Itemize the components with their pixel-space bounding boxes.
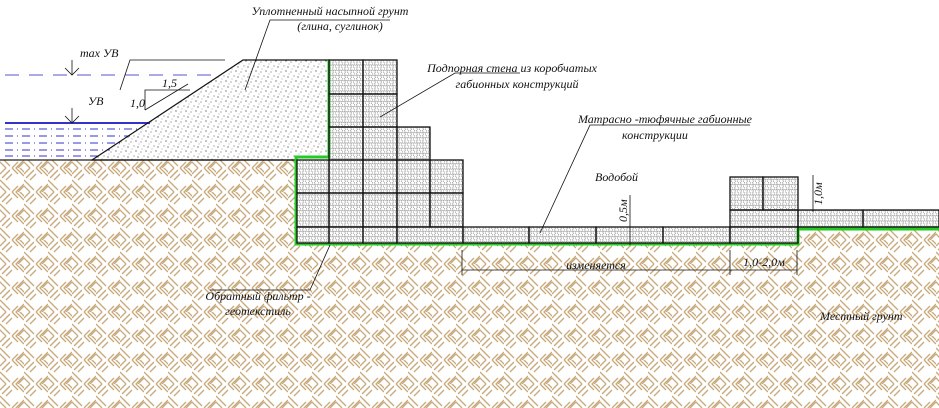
filter-label-1: Обратный фильтр - bbox=[205, 289, 310, 303]
variable-length-label: изменяется bbox=[566, 258, 626, 272]
local-ground bbox=[0, 160, 939, 408]
mattress-label-1: Матрасно -тюфячные габионные bbox=[577, 112, 753, 126]
retaining-wall-label-1: Подпорная стена из коробчатых bbox=[426, 61, 597, 75]
max-water-level-label: max УВ bbox=[80, 46, 119, 60]
fill-soil-label-1: Уплотненный насыпной грунт bbox=[252, 4, 409, 18]
end-block-height-label: 1,0м bbox=[811, 182, 825, 205]
water-body bbox=[5, 74, 215, 157]
fill-soil-label-2: (глина, суглинок) bbox=[297, 19, 383, 33]
filter-label-2: геотекстиль bbox=[225, 304, 291, 318]
slope-horizontal-label: 1,5 bbox=[162, 76, 177, 90]
mattress-label-2: конструкции bbox=[622, 128, 688, 142]
water-level-label: УВ bbox=[88, 94, 104, 108]
mattress-thickness-label: 0,5м bbox=[616, 199, 630, 222]
retaining-wall-label-2: габионных конструкций bbox=[456, 77, 579, 91]
apron-label: Водобой bbox=[595, 170, 638, 184]
end-block-length-label: 1,0-2,0м bbox=[743, 255, 785, 269]
gabion-mattress-apron bbox=[462, 176, 939, 244]
gabion-retaining-wall bbox=[296, 59, 464, 244]
local-soil-label: Местный грунт bbox=[819, 309, 903, 323]
slope-vertical-label: 1,0 bbox=[130, 96, 145, 110]
